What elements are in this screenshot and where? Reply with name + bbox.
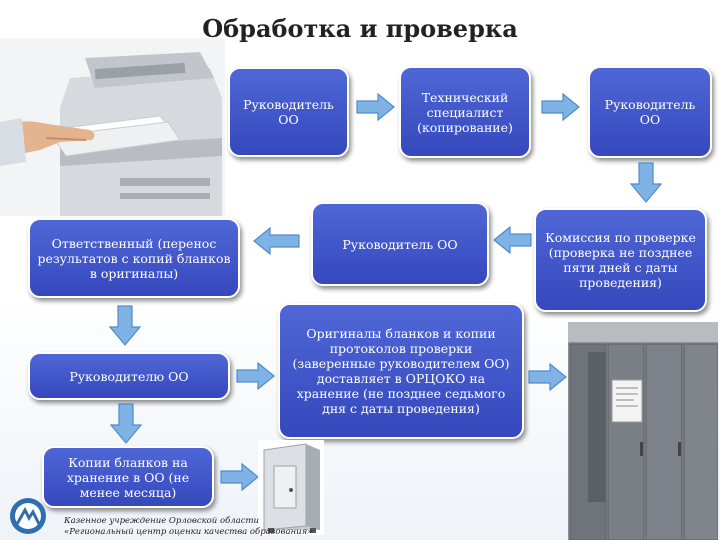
- slide-title: Обработка и проверка: [202, 14, 518, 43]
- footer: Казенное учреждение Орловской области «Р…: [64, 516, 312, 538]
- cabinets-photo: [568, 322, 718, 540]
- arrow-right-icon: [356, 92, 395, 122]
- responsible-box: Ответственный (перенос результатов с коп…: [28, 218, 240, 298]
- footer-line-2: «Региональный центр оценки качества обра…: [64, 527, 313, 537]
- originals-box: Оригиналы бланков и копии протоколов про…: [278, 303, 524, 439]
- arrow-right-icon: [528, 362, 567, 392]
- arrow-down-icon: [630, 162, 662, 203]
- arrow-down-icon: [109, 305, 141, 346]
- tech-specialist-box: Технический специалист (копирование): [399, 66, 531, 158]
- head-box-3: Руководитель ОО: [311, 202, 489, 286]
- printer-photo: [0, 38, 225, 216]
- head-box-1: Руководитель ОО: [228, 67, 349, 157]
- arrow-left-icon: [253, 226, 300, 256]
- arrow-right-icon: [220, 462, 259, 492]
- arrow-right-icon: [236, 361, 275, 391]
- organization-logo: [8, 496, 48, 536]
- arrow-down-icon: [110, 403, 142, 444]
- commission-box: Комиссия по проверке (проверка не поздне…: [534, 208, 707, 312]
- to-head-box: Руководителю ОО: [28, 352, 230, 400]
- copies-box: Копии бланков на хранение в ОО (не менее…: [42, 446, 214, 508]
- head-box-2: Руководитель ОО: [588, 66, 712, 158]
- footer-line-1: Казенное учреждение Орловской области: [64, 516, 260, 526]
- arrow-right-icon: [541, 92, 580, 122]
- arrow-left-icon: [493, 225, 532, 255]
- safe-photo: [258, 440, 324, 535]
